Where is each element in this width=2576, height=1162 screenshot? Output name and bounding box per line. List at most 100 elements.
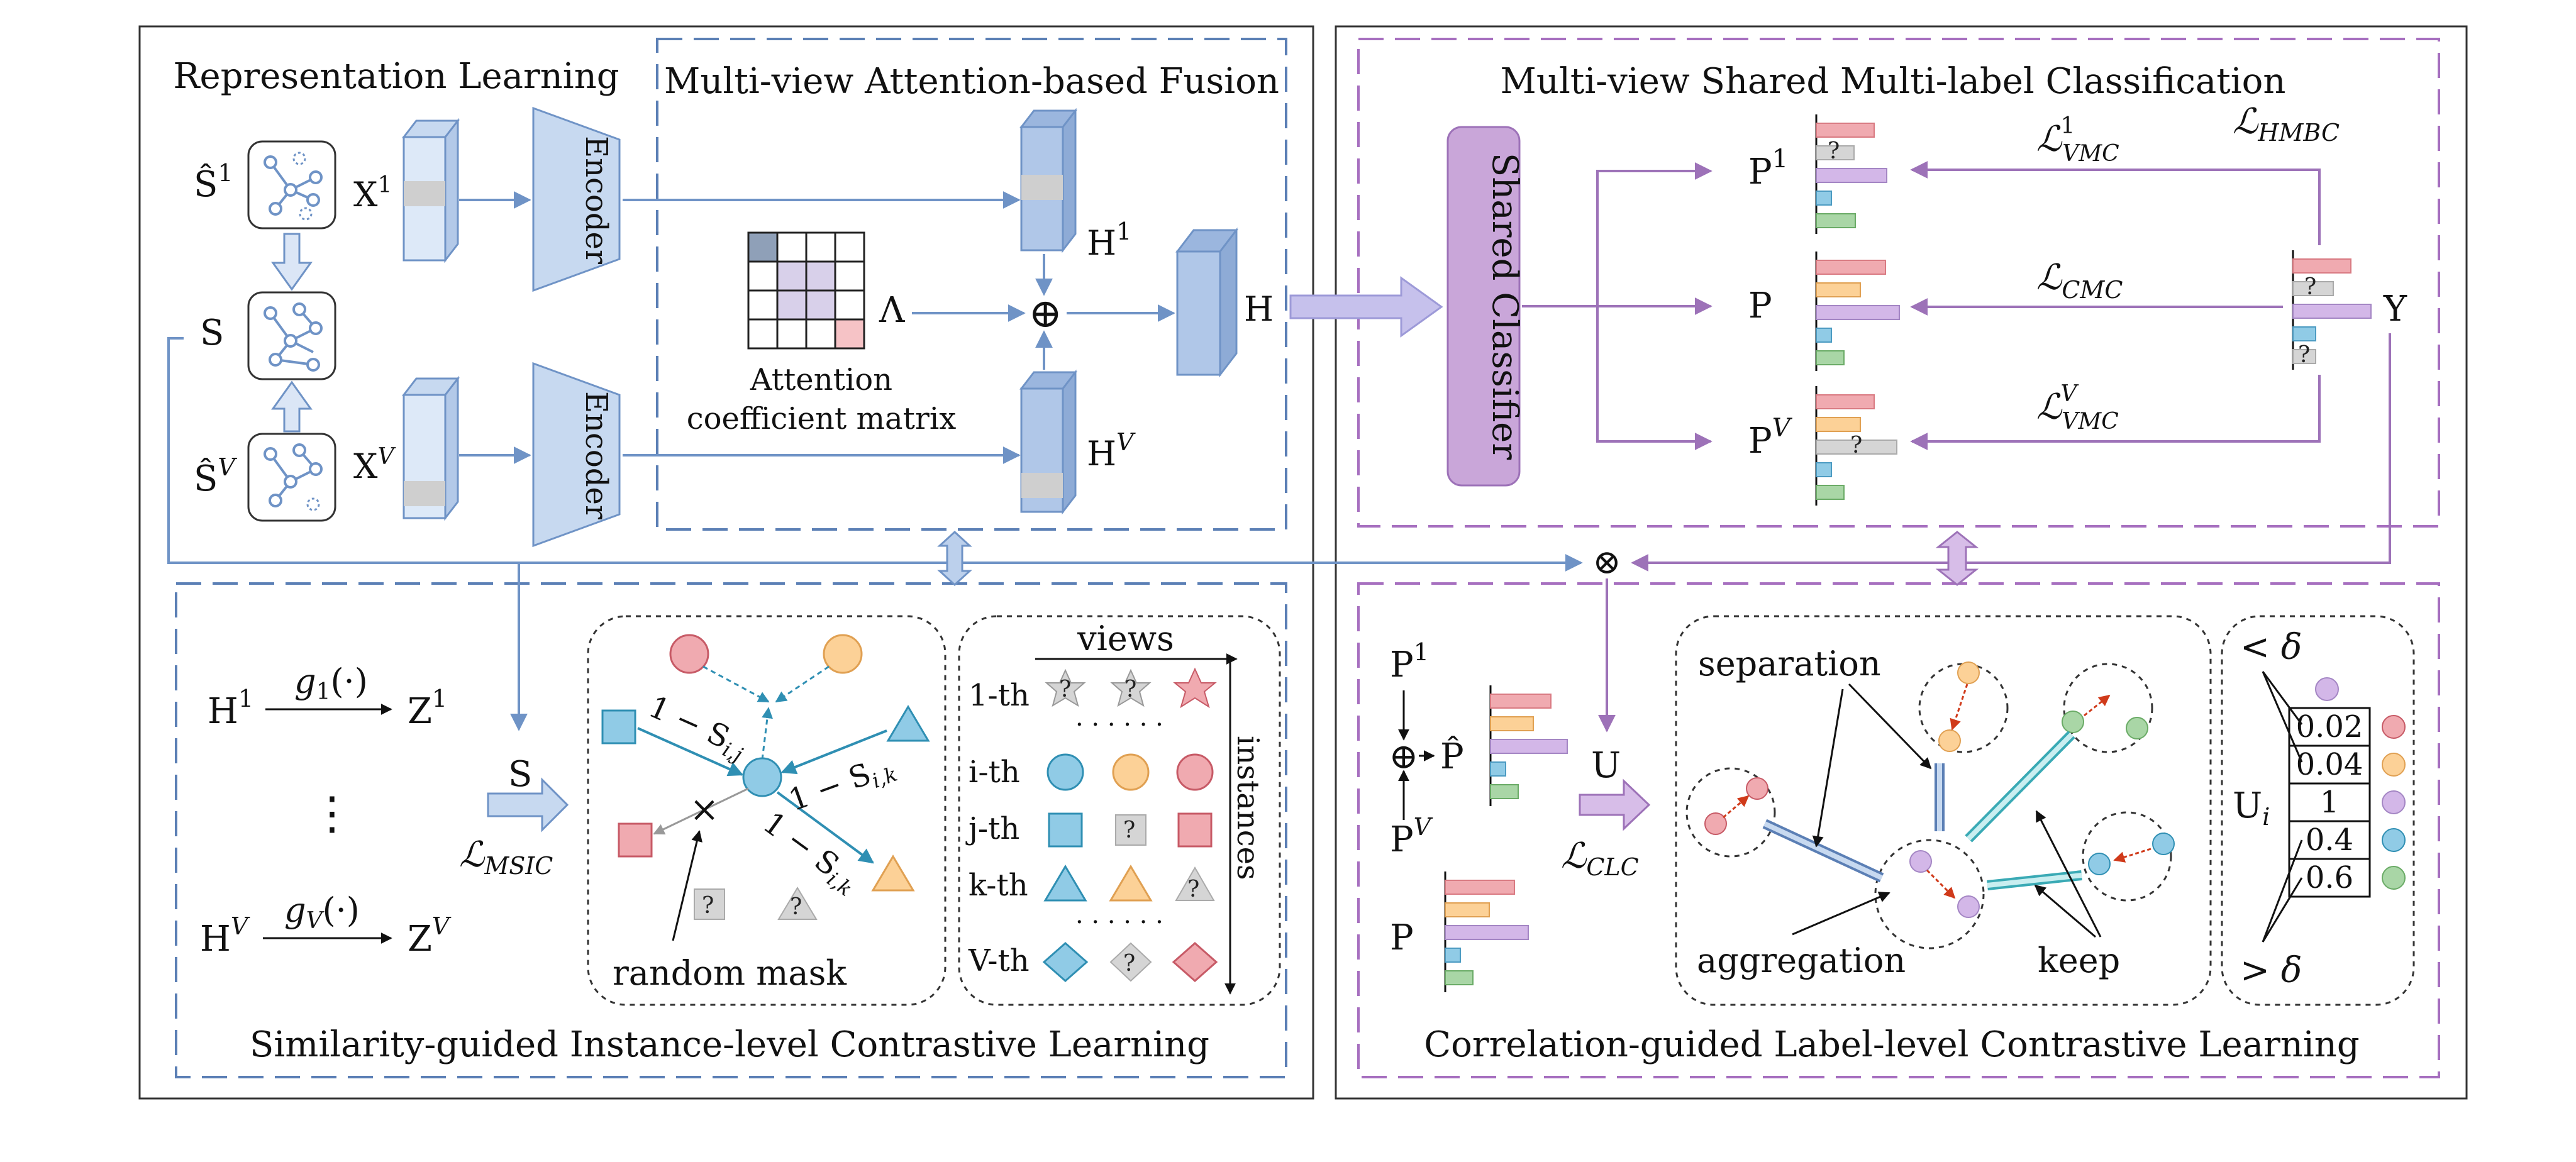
label-lt-delta: < δ xyxy=(2240,627,2302,668)
svg-text:j-th: j-th xyxy=(965,811,1019,846)
label-instances: instances xyxy=(1230,736,1265,880)
loss-msic: ℒMSIC xyxy=(459,834,553,880)
svg-text:?: ? xyxy=(1059,677,1071,702)
title-instance-contrastive: Similarity-guided Instance-level Contras… xyxy=(250,1024,1209,1065)
svg-text:?: ? xyxy=(1123,951,1135,977)
label-x1: X1 xyxy=(353,172,392,214)
bars-p1: ? xyxy=(1815,114,1887,234)
lbl-p-hat: P̂ xyxy=(1440,735,1464,777)
loss-cmc: ℒCMC xyxy=(2036,257,2123,304)
encoder-top xyxy=(532,106,621,292)
feature-block-hv xyxy=(1019,369,1078,515)
label-p1: P1 xyxy=(1748,145,1788,192)
sum-symbol: ⊕ xyxy=(1028,290,1062,337)
inst-hv: HV xyxy=(200,912,250,960)
svg-text:?: ? xyxy=(702,893,714,919)
feature-block-x1 xyxy=(401,118,460,263)
bars-y: ? ? xyxy=(2292,250,2372,370)
otimes-symbol: ⊗ xyxy=(1592,542,1621,582)
similarity-graph: × ? ? xyxy=(601,634,930,941)
svg-text:1-th: 1-th xyxy=(969,678,1030,713)
svg-text:0.6: 0.6 xyxy=(2306,860,2353,895)
instance-frame xyxy=(175,582,1287,1078)
title-shared-classification: Multi-view Shared Multi-label Classifica… xyxy=(1501,61,2286,102)
label-aggregation: aggregation xyxy=(1697,941,1906,980)
svg-text:?: ? xyxy=(1123,817,1135,843)
svg-text:?: ? xyxy=(2304,274,2316,300)
loss-hmbc: ℒHMBC xyxy=(2233,101,2340,147)
arrow-sv-to-s xyxy=(271,380,313,433)
loss-clc: ℒCLC xyxy=(1561,836,1639,881)
label-s-hat-1: Ŝ1 xyxy=(194,159,233,205)
inst-z1: Z1 xyxy=(408,685,447,732)
label-graph xyxy=(1685,661,2175,949)
label-hv: HV xyxy=(1087,428,1136,473)
instance-table-rows: 1-th ? ? · · · · · · i-th j-th ? k-th ? … xyxy=(965,667,1218,983)
feature-block-xv xyxy=(401,375,460,521)
shared-classifier xyxy=(1446,126,1521,487)
edge-label-sik-1: 1 − Si,k xyxy=(784,748,901,822)
title-attention-fusion: Multi-view Attention-based Fusion xyxy=(664,61,1279,102)
arrow-msic xyxy=(487,777,569,833)
svg-text:?: ? xyxy=(1187,877,1199,902)
title-representation-learning: Representation Learning xyxy=(173,56,619,97)
edge-label-sik-2: 1 − Si,k xyxy=(754,805,865,900)
svg-text:?: ? xyxy=(2298,342,2310,368)
svg-text:?: ? xyxy=(790,894,802,920)
bars-pv: ? xyxy=(1815,386,1897,506)
svg-text:?: ? xyxy=(1850,433,1862,458)
svg-text:Encoder: Encoder xyxy=(579,136,614,264)
ui-table: 0.02 0.04 1 0.4 0.6 xyxy=(2288,707,2406,898)
bars-p xyxy=(1815,252,1900,371)
label-p: P xyxy=(1748,285,1772,326)
svg-text:k-th: k-th xyxy=(969,868,1028,903)
svg-text:0.02: 0.02 xyxy=(2296,709,2363,744)
inst-zv: ZV xyxy=(408,912,452,960)
label-frame xyxy=(1357,582,2440,1078)
encoder-bottom xyxy=(532,362,621,548)
svg-text:×: × xyxy=(690,789,719,830)
graph-s xyxy=(247,291,336,380)
label-graph-box xyxy=(1675,615,2212,1006)
label-h: H xyxy=(1244,289,1274,329)
instance-table-box xyxy=(958,615,1281,1006)
matrix-caption-1: Attention xyxy=(750,362,892,397)
line-s-to-otimes xyxy=(167,337,1583,572)
bars-p-bottom xyxy=(1444,872,1529,992)
inst-gv: gV(·) xyxy=(284,890,360,934)
double-arrow-left xyxy=(937,530,972,587)
label-ui: Ui xyxy=(2233,785,2270,831)
label-random-mask: random mask xyxy=(613,953,847,993)
label-pv: PV xyxy=(1748,414,1793,462)
label-y: Y xyxy=(2383,289,2407,329)
svg-text:?: ? xyxy=(1124,677,1136,702)
svg-text:1: 1 xyxy=(2320,785,2340,820)
svg-text:i-th: i-th xyxy=(969,755,1020,790)
graph-s-hat-1 xyxy=(247,140,336,230)
svg-text:Shared Classifier: Shared Classifier xyxy=(1484,153,1525,460)
feature-block-h1 xyxy=(1019,108,1078,253)
svg-text:?: ? xyxy=(1828,138,1840,164)
arrow-h-to-classifier xyxy=(1289,276,1443,338)
classification-frame xyxy=(1357,38,2440,528)
label-xv: XV xyxy=(353,444,396,486)
svg-text:0.4: 0.4 xyxy=(2306,822,2353,858)
arrow-clc xyxy=(1579,778,1651,831)
arrow-s1-to-s xyxy=(271,233,313,291)
bars-p-hat xyxy=(1489,685,1568,806)
double-arrow-right xyxy=(1935,531,1979,586)
svg-text:V-th: V-th xyxy=(968,943,1030,978)
label-separation: separation xyxy=(1698,644,1881,683)
svg-text:· · · · · ·: · · · · · · xyxy=(1075,908,1163,937)
label-keep: keep xyxy=(2038,941,2120,980)
label-h1: H1 xyxy=(1087,218,1131,263)
lbl-p1: P1 xyxy=(1390,638,1429,685)
inst-vdots: ⋮ xyxy=(309,787,355,839)
svg-text:Encoder: Encoder xyxy=(579,391,614,519)
label-s-hat-v: ŜV xyxy=(194,453,237,499)
label-lambda: Λ xyxy=(879,290,905,331)
ui-box xyxy=(2221,615,2415,1006)
lbl-u: U xyxy=(1591,745,1621,786)
matrix-caption-2: coefficient matrix xyxy=(687,401,957,436)
